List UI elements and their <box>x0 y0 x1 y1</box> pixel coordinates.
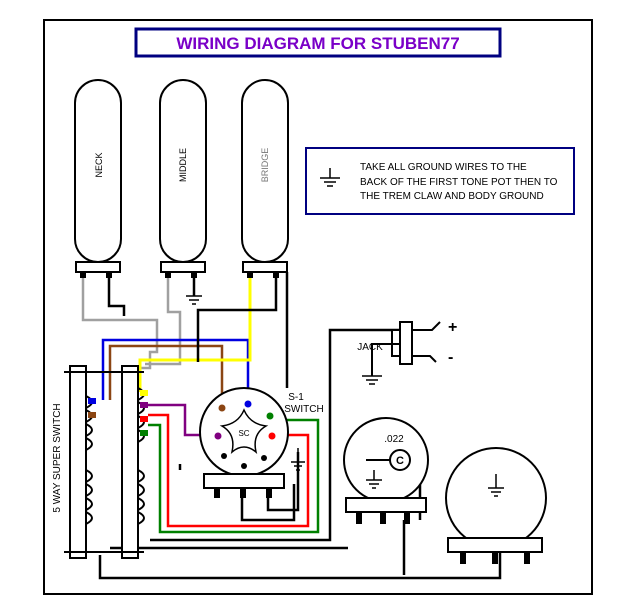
pickup-neck: NECK <box>74 79 122 278</box>
s1-center-label: SC <box>238 429 249 438</box>
wire-black-s1-2 <box>266 452 300 512</box>
jack-minus: - <box>448 349 453 366</box>
jack-plus: + <box>448 319 457 336</box>
wire-black-s1 <box>240 484 296 522</box>
five-way-super-switch <box>64 365 148 559</box>
outer-frame <box>43 19 593 595</box>
note-line-2: BACK OF THE FIRST TONE POT THEN TO <box>360 177 558 188</box>
wire-red <box>148 413 310 528</box>
wire-black-jack <box>150 328 400 542</box>
pickup-bridge: BRIDGE <box>241 79 289 278</box>
capacitor-value: .022 <box>384 434 404 445</box>
title-box <box>134 27 502 58</box>
note-line-1: TAKE ALL GROUND WIRES TO THE <box>360 162 527 173</box>
wire-black-neck <box>107 278 126 316</box>
note-line-3: THE TREM CLAW AND BODY GROUND <box>360 191 544 202</box>
wire-blue <box>101 338 250 406</box>
wire-yellow <box>138 278 252 392</box>
tone-pot <box>343 417 429 524</box>
five-way-switch-label: 5 WAY SUPER SWITCH <box>52 403 63 512</box>
s1-label-line-2: SWITCH <box>284 404 323 415</box>
wire-gray-middle <box>145 278 182 366</box>
wire-gray-neck <box>81 278 159 370</box>
wire-black-bottom <box>98 550 502 580</box>
ground-icon <box>320 168 340 187</box>
pickup-middle-label: MIDDLE <box>178 148 188 182</box>
capacitor-symbol: C <box>396 455 404 467</box>
pickup-middle: MIDDLE <box>159 79 207 278</box>
output-jack <box>362 321 441 385</box>
ground-note-box <box>305 147 575 215</box>
s1-label-line-1: S-1 <box>288 392 304 403</box>
title: WIRING DIAGRAM FOR STUBEN77 <box>176 34 459 53</box>
wires <box>81 272 502 580</box>
wire-green <box>148 418 320 534</box>
ground-icon-s1 <box>291 448 305 471</box>
pickup-bridge-label: BRIDGE <box>260 148 270 183</box>
wire-black-bridge <box>196 278 278 362</box>
volume-pot <box>445 447 547 564</box>
jack-label: JACK <box>357 342 383 353</box>
pickup-neck-label: NECK <box>94 152 104 177</box>
s1-switch <box>199 387 289 498</box>
